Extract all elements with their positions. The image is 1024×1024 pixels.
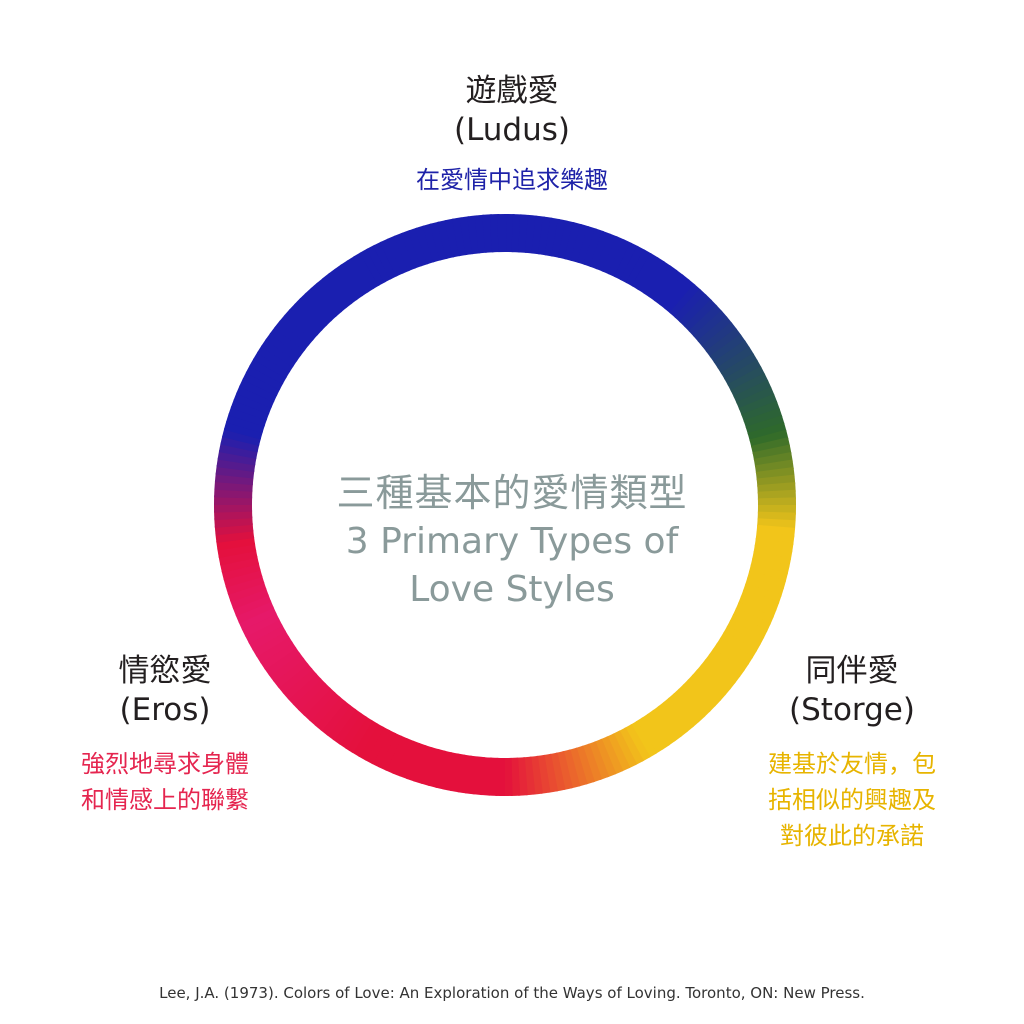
eros-description: 強烈地尋求身體 和情感上的聯繫 bbox=[40, 746, 290, 818]
storge-description-line: 建基於友情，包 bbox=[768, 750, 936, 778]
ludus-description: 在愛情中追求樂趣 bbox=[312, 162, 712, 198]
storge-name-en: (Storge) bbox=[789, 692, 915, 728]
eros-name-en: (Eros) bbox=[119, 692, 211, 728]
ludus-name-zh: 遊戲愛 bbox=[465, 73, 559, 109]
center-title-en-line2: Love Styles bbox=[409, 569, 615, 610]
eros-description-line: 和情感上的聯繫 bbox=[81, 786, 249, 814]
storge-label: 同伴愛 (Storge) 建基於友情，包 括相似的興趣及 對彼此的承諾 bbox=[722, 652, 982, 854]
storge-description-line: 括相似的興趣及 bbox=[768, 786, 936, 814]
eros-label: 情慾愛 (Eros) 強烈地尋求身體 和情感上的聯繫 bbox=[40, 652, 290, 818]
storge-name-zh: 同伴愛 bbox=[805, 653, 899, 689]
ludus-name-en: (Ludus) bbox=[453, 112, 571, 148]
ludus-label: 遊戲愛 (Ludus) 在愛情中追求樂趣 bbox=[312, 72, 712, 198]
center-title-zh: 三種基本的愛情類型 bbox=[336, 471, 688, 515]
citation: Lee, J.A. (1973). Colors of Love: An Exp… bbox=[159, 984, 865, 1002]
center-title: 三種基本的愛情類型 3 Primary Types of Love Styles bbox=[262, 468, 762, 614]
storge-description-line: 對彼此的承諾 bbox=[780, 822, 924, 850]
center-title-en-line1: 3 Primary Types of bbox=[345, 521, 679, 562]
ludus-description-line: 在愛情中追求樂趣 bbox=[416, 166, 608, 194]
eros-description-line: 強烈地尋求身體 bbox=[81, 750, 249, 778]
eros-name-zh: 情慾愛 bbox=[118, 653, 212, 689]
storge-description: 建基於友情，包 括相似的興趣及 對彼此的承諾 bbox=[722, 746, 982, 854]
